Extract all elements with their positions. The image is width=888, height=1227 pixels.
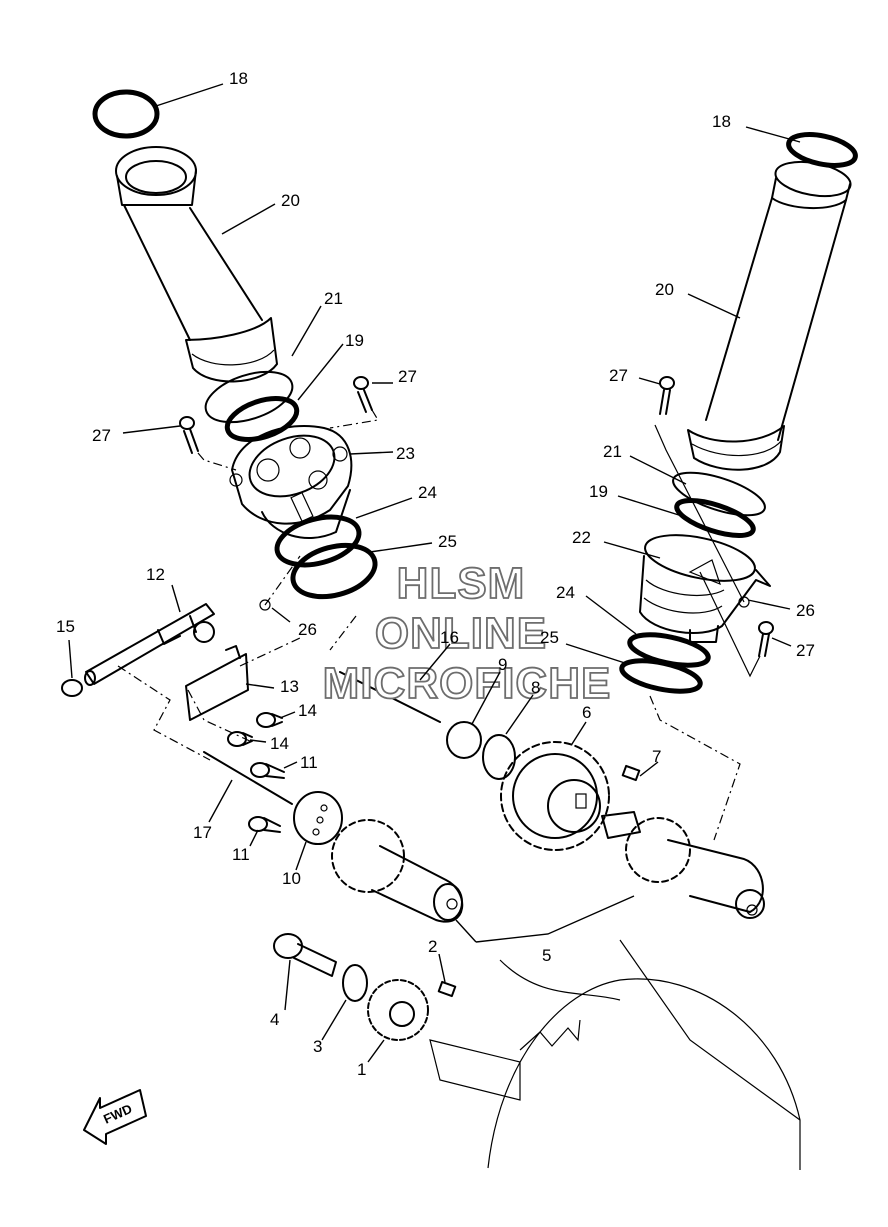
washer-8 (482, 734, 516, 780)
watermark: HLSM ONLINE MICROFICHE (322, 558, 612, 709)
screw-11-a (250, 762, 285, 779)
crankshaft-case (429, 939, 801, 1170)
callout-21: 21 (603, 442, 622, 461)
leader-lines (68, 83, 801, 1063)
callout-11: 11 (300, 753, 318, 772)
callout-27: 27 (796, 641, 815, 660)
ring-21-right (672, 471, 766, 517)
callout-4: 4 (270, 1010, 279, 1029)
callout-14: 14 (298, 701, 317, 720)
right-tube-assembly (619, 132, 858, 694)
callout-19: 19 (345, 331, 364, 350)
callout-26: 26 (298, 620, 317, 639)
plate-10 (293, 791, 343, 845)
shaft-5-left (331, 819, 464, 923)
callout-6: 6 (582, 703, 591, 722)
plate-13 (185, 645, 249, 721)
callout-20: 20 (655, 280, 674, 299)
callout-1: 1 (357, 1060, 366, 1079)
bolt-27-right-a (659, 376, 675, 415)
o-ring-25-left (290, 542, 378, 600)
key-7 (621, 764, 641, 782)
watermark-line-1: HLSM (397, 559, 526, 608)
gear-1 (367, 979, 429, 1041)
callout-20: 20 (281, 191, 300, 210)
callout-9: 9 (498, 655, 507, 674)
callout-8: 8 (531, 678, 540, 697)
callout-23: 23 (396, 444, 415, 463)
callout-numbers: 18 20 21 19 27 27 23 24 25 26 18 20 27 2… (56, 69, 815, 1079)
callout-10: 10 (282, 869, 301, 888)
callout-12: 12 (146, 565, 165, 584)
callout-24: 24 (418, 483, 437, 502)
gear-6 (500, 741, 610, 851)
callout-24: 24 (556, 583, 575, 602)
bolt-27-right-b (758, 621, 774, 657)
gear-assembly (273, 721, 801, 1170)
callout-13: 13 (280, 677, 299, 696)
callout-18: 18 (229, 69, 248, 88)
rod-17 (203, 751, 293, 805)
fwd-arrow-icon: FWD (83, 1089, 147, 1145)
tube-20-right (687, 160, 852, 471)
ring-21-left (204, 370, 294, 424)
shift-mechanism (61, 603, 441, 845)
key-2 (437, 980, 457, 998)
callout-27: 27 (609, 366, 628, 385)
callout-16: 16 (440, 628, 459, 647)
shaft-12 (84, 603, 215, 686)
callout-17: 17 (193, 823, 212, 842)
nut-9 (446, 721, 482, 759)
o-ring-19-right (674, 498, 756, 538)
housing-22 (639, 534, 771, 643)
callout-5: 5 (542, 946, 551, 965)
bolt-4 (273, 933, 337, 977)
shaft-16 (339, 671, 441, 723)
callout-14: 14 (270, 734, 289, 753)
callout-11: 11 (232, 845, 250, 864)
callout-21: 21 (324, 289, 343, 308)
pin-26-left (259, 599, 271, 611)
callout-3: 3 (313, 1037, 322, 1056)
callout-15: 15 (56, 617, 75, 636)
shaft-5-right (601, 811, 765, 919)
watermark-line-3: MICROFICHE (323, 659, 612, 708)
o-ring-25-right (619, 658, 703, 694)
callout-19: 19 (589, 482, 608, 501)
o-ring-19-left (224, 396, 300, 442)
callout-25: 25 (438, 532, 457, 551)
screw-14-a (256, 712, 283, 728)
washer-3 (342, 964, 368, 1002)
tube-20-left (115, 146, 278, 383)
callout-27: 27 (398, 367, 417, 386)
washer-15 (61, 679, 83, 697)
watermark-line-2: ONLINE (375, 609, 547, 658)
callout-18: 18 (712, 112, 731, 131)
screw-14-b (227, 731, 253, 747)
callout-26: 26 (796, 601, 815, 620)
left-tube-assembly (92, 89, 379, 611)
callout-25: 25 (540, 628, 559, 647)
screw-11-b (248, 816, 281, 833)
o-ring-18-left (92, 89, 160, 139)
callout-27: 27 (92, 426, 111, 445)
pin-26-right (738, 596, 750, 608)
callout-2: 2 (428, 937, 437, 956)
callout-7: 7 (652, 747, 661, 766)
callout-22: 22 (572, 528, 591, 547)
o-ring-24-left (274, 514, 362, 568)
bolt-27-left-b (179, 416, 199, 454)
bolt-27-left-a (353, 376, 373, 413)
